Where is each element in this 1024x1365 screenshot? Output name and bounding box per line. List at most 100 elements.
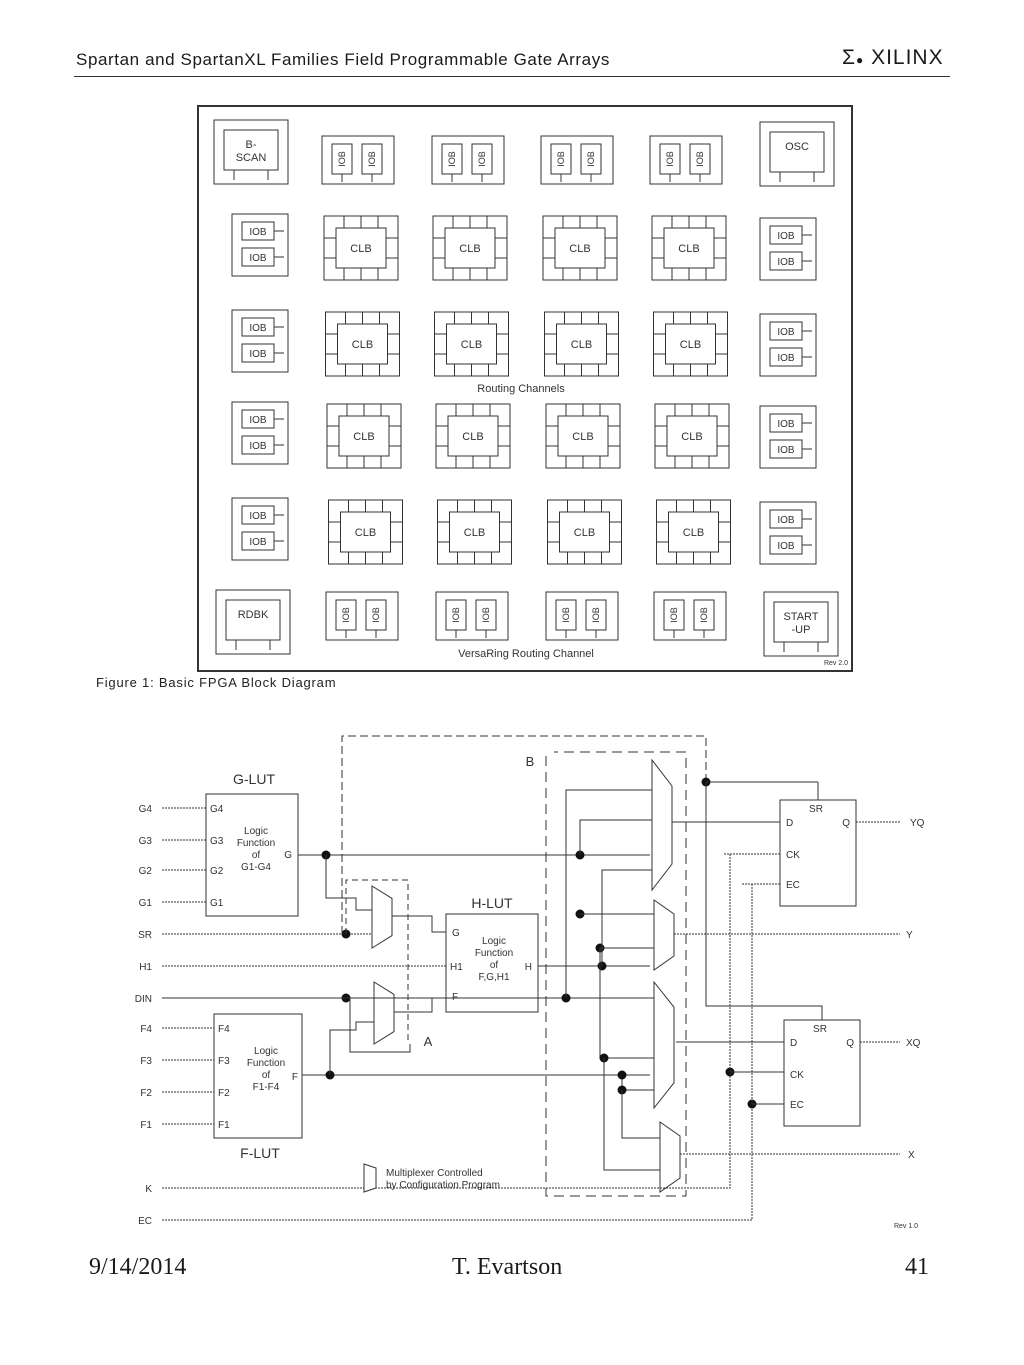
h-lut-output: H (525, 962, 532, 973)
left-iob-pair-4-iob-label: IOB (249, 537, 267, 548)
startup-block-frame (763, 591, 839, 657)
bottom-iob-pair-3-iob-label: IOB (591, 607, 601, 623)
flipflop-yq-ec: EC (786, 880, 800, 891)
right-iob-pair-1-frame (759, 217, 817, 281)
top-iob-pair-4-frame (649, 135, 723, 185)
group-b-label: B (526, 754, 535, 769)
h-lut-pin: G (452, 928, 460, 939)
din-tap (565, 789, 652, 998)
pin-label-g3: G3 (139, 836, 153, 847)
clb-logic-diagram: G4G3G2G1SRH1DINF4F3F2F1KECG-LUTG4G3G2G1L… (135, 735, 925, 1230)
top-iob-pair-3-iob-label: IOB (586, 151, 596, 167)
h-lut-function: Logic (482, 936, 506, 947)
mux-yq-d (651, 758, 673, 892)
routing-channels-label: Routing Channels (477, 383, 565, 395)
right-iob-pair-1-iob-label: IOB (777, 231, 795, 242)
bscan-block-box (223, 129, 279, 171)
pin-label-ec: EC (138, 1216, 152, 1227)
h-lut-function: of (490, 960, 499, 971)
pin-label-f3: F3 (140, 1056, 152, 1067)
right-iob-pair-4-frame (759, 501, 817, 565)
clb-label: CLB (461, 339, 482, 351)
top-iob-pair-4-iob-label: IOB (695, 151, 705, 167)
mux-xq-d (653, 980, 675, 1110)
startup-block-label: -UP (792, 624, 811, 636)
right-iob-pair-2-iob-label: IOB (777, 353, 795, 364)
footer-date: 9/14/2014 (89, 1254, 187, 1280)
clb-label: CLB (350, 243, 371, 255)
clb-label: CLB (683, 527, 704, 539)
g-lut-pin: G1 (210, 898, 224, 909)
mux-x (659, 1121, 681, 1193)
outer-control-loop (341, 735, 707, 934)
versaring-label: VersaRing Routing Channel (458, 648, 594, 660)
f-lut-function: Logic (254, 1046, 278, 1057)
bscan-block-label: SCAN (236, 152, 267, 164)
clb-label: CLB (352, 339, 373, 351)
flipflop-xq-d: D (790, 1038, 797, 1049)
footer-page-number: 41 (905, 1254, 929, 1280)
header-title: Spartan and SpartanXL Families Field Pro… (76, 50, 610, 69)
output-xq-label: XQ (906, 1038, 921, 1049)
right-iob-pair-4-iob-label: IOB (777, 515, 795, 526)
clb-label: CLB (569, 243, 590, 255)
pin-label-f1: F1 (140, 1120, 152, 1131)
f-lut-pin: F4 (218, 1024, 230, 1035)
xilinx-logo: Σ● XILINX (842, 46, 944, 69)
bscan-block-label: B- (246, 139, 257, 151)
pin-label-g2: G2 (139, 866, 153, 877)
group-a-bracket (349, 998, 411, 1053)
left-iob-pair-1-frame (231, 213, 289, 277)
legend-line-1: Multiplexer Controlled (386, 1168, 483, 1179)
h-tap (601, 869, 652, 966)
f-x-tap (621, 1075, 654, 1091)
g-lut-pin: G4 (210, 804, 224, 815)
pin-label-h1: H1 (139, 962, 152, 973)
mux-to-h-wire (394, 997, 446, 1013)
g-lut-pin: G2 (210, 866, 224, 877)
left-iob-pair-4-frame (231, 497, 289, 561)
osc-block-box (769, 131, 825, 173)
figure1-caption: Figure 1: Basic FPGA Block Diagram (96, 675, 337, 690)
flipflop-xq-sr: SR (813, 1024, 827, 1035)
flipflop-xq-ck: CK (790, 1070, 804, 1081)
clb-label: CLB (462, 431, 483, 443)
clb-label: CLB (459, 243, 480, 255)
f-lut-title: F-LUT (240, 1145, 280, 1161)
startup-block-label: START (783, 611, 818, 623)
clb-label: CLB (571, 339, 592, 351)
pin-label-g4: G4 (139, 804, 153, 815)
h-lut-function: Function (475, 948, 513, 959)
g-lut-pin: G3 (210, 836, 224, 847)
bottom-iob-pair-2-iob-label: IOB (481, 607, 491, 623)
mux-y (653, 899, 675, 971)
h-lut-pin: H1 (450, 962, 463, 973)
clb-label: CLB (355, 527, 376, 539)
h-xout-tap (603, 1058, 660, 1171)
rdbk-block-frame (215, 589, 291, 655)
flipflop-yq-sr: SR (809, 804, 823, 815)
g-lut-function: of (252, 850, 261, 861)
flipflop-yq-ck: CK (786, 850, 800, 861)
h-lut-box (445, 913, 539, 1013)
g-tap (579, 819, 652, 855)
footer-author: T. Evartson (452, 1254, 563, 1280)
g-to-mux-wire (325, 855, 372, 911)
logo-text: XILINX (871, 46, 944, 69)
flipflop-xq-ec: EC (790, 1100, 804, 1111)
right-iob-pair-2-frame (759, 313, 817, 377)
sr-bus (705, 782, 823, 1020)
clb-label: CLB (464, 527, 485, 539)
ec-wire (162, 1104, 753, 1221)
bottom-iob-pair-3-iob-label: IOB (561, 607, 571, 623)
right-iob-pair-3-iob-label: IOB (777, 445, 795, 456)
osc-block-label: OSC (785, 141, 809, 153)
f-to-mux-wire (329, 1021, 374, 1075)
left-iob-pair-3-frame (231, 401, 289, 465)
junction-dot (617, 1070, 627, 1080)
g-lut-function: G1-G4 (241, 862, 271, 873)
clb-label: CLB (678, 243, 699, 255)
osc-block-frame (759, 121, 835, 187)
group-b-bracket (545, 751, 687, 1197)
mux-f-input (373, 981, 395, 1045)
